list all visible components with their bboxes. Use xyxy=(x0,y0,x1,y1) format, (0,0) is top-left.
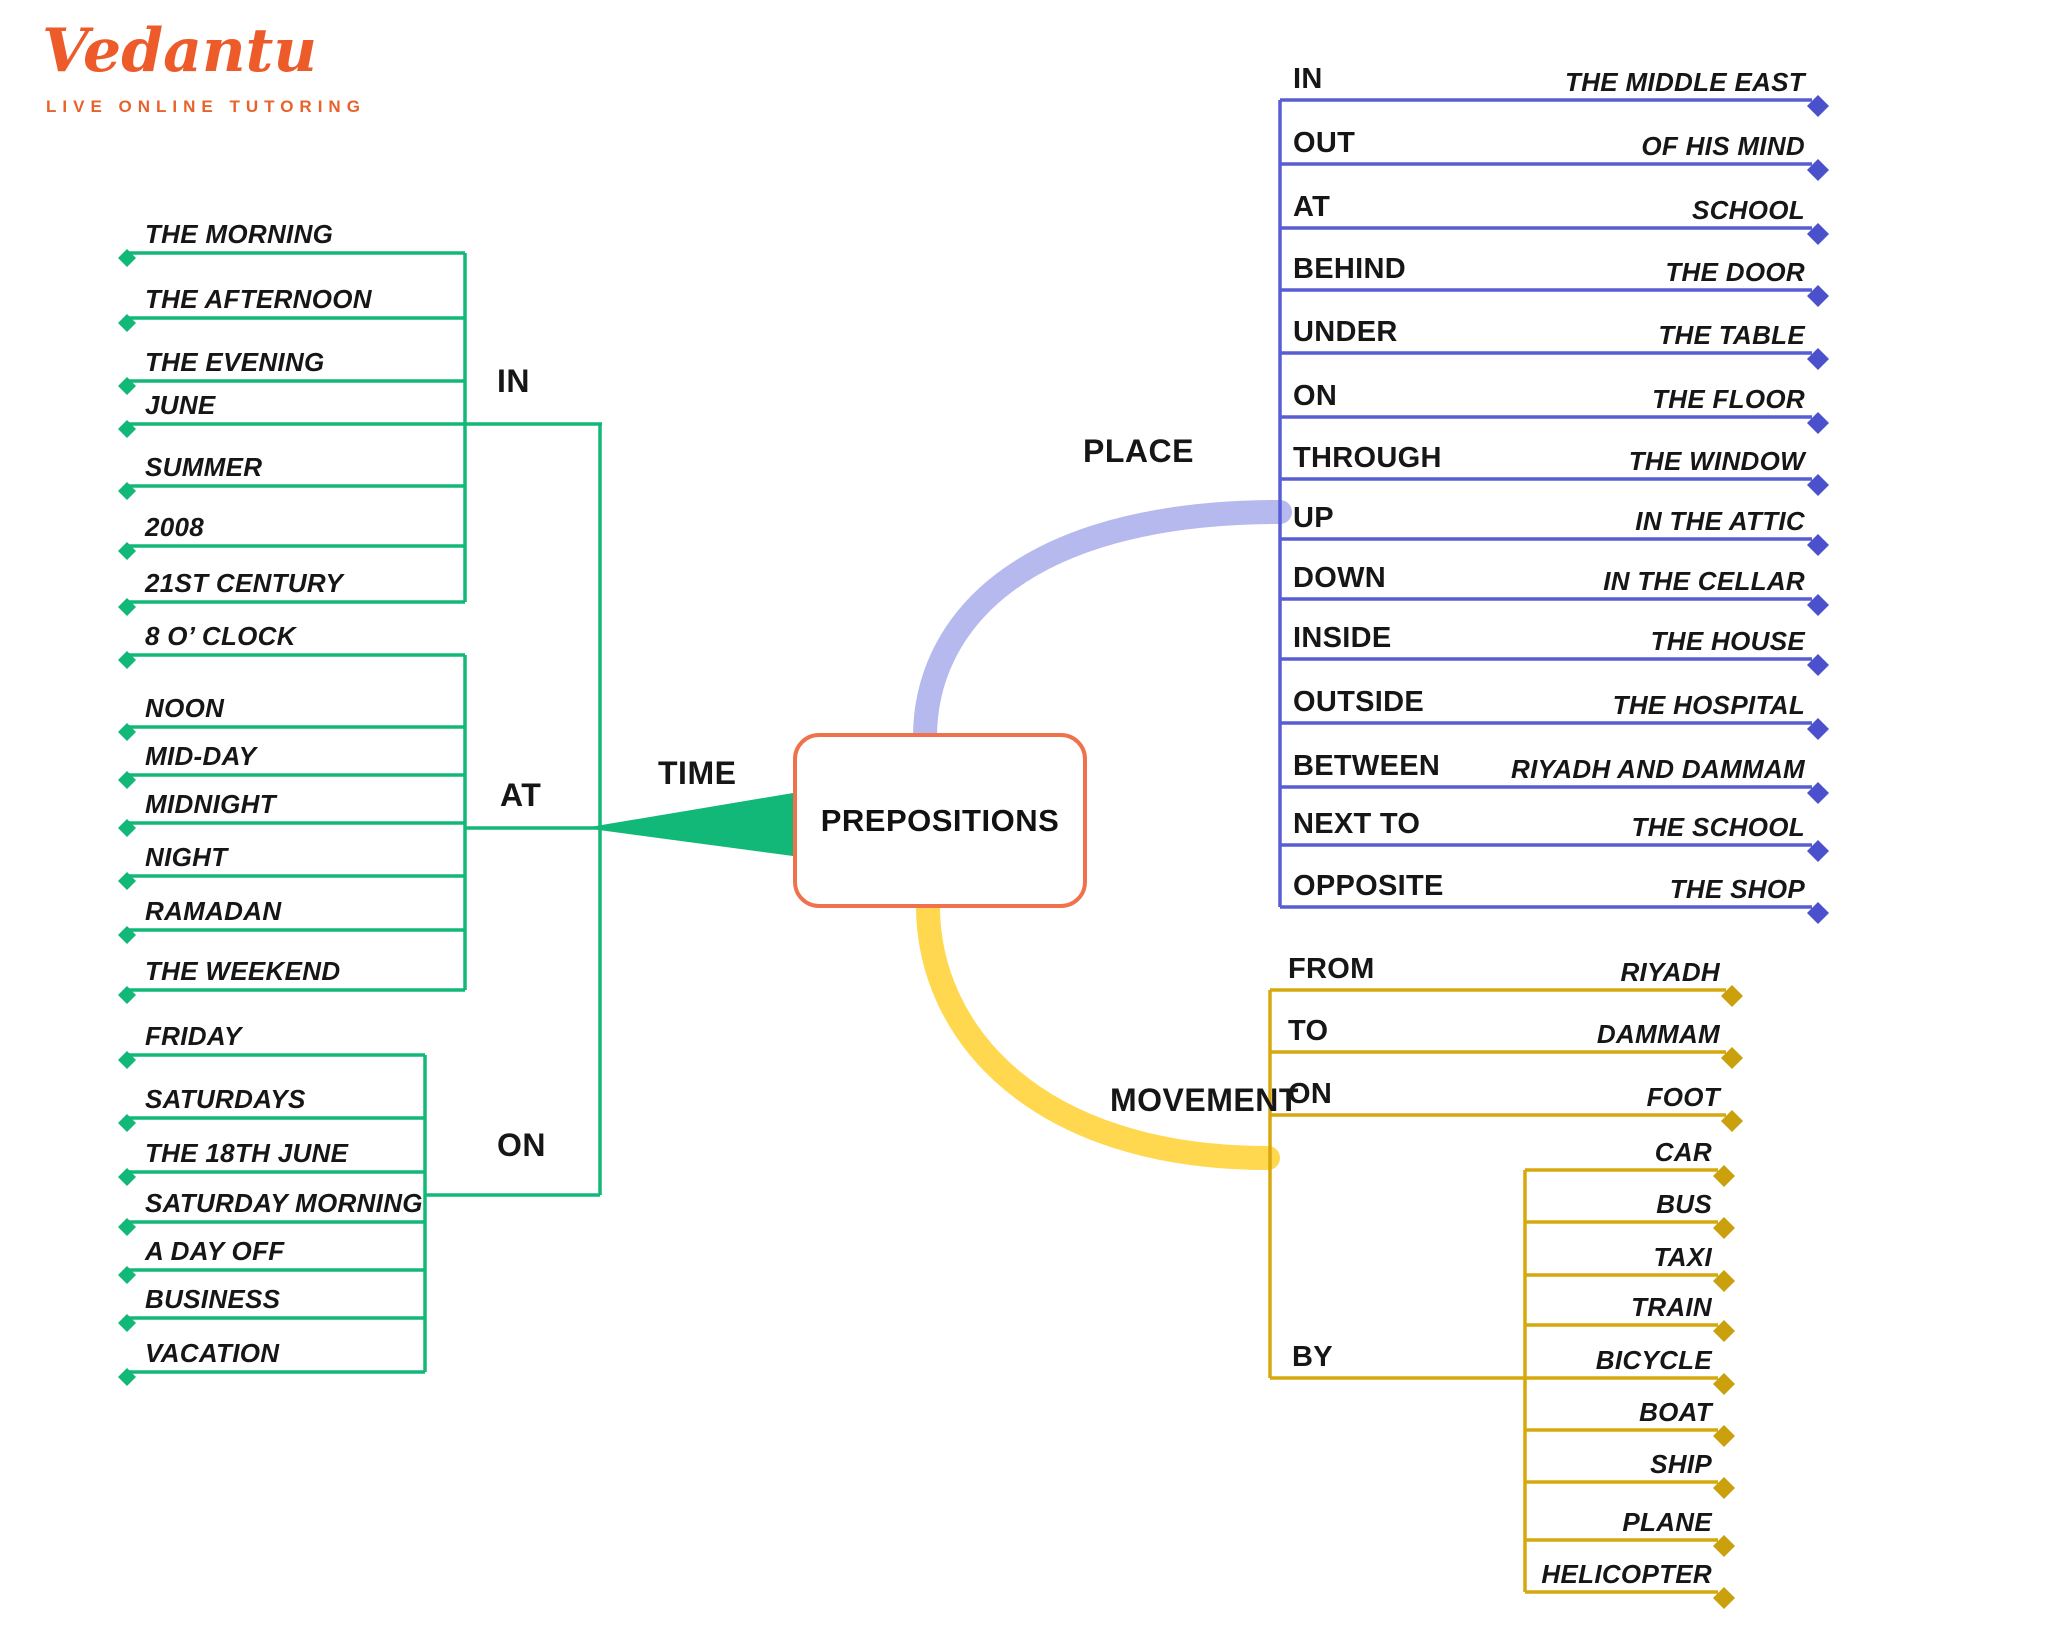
movement-by-item: TAXI xyxy=(1653,1242,1712,1272)
movement-by-item: PLANE xyxy=(1622,1507,1712,1537)
time-group-label-in: IN xyxy=(497,363,530,399)
place-object: RIYADH AND DAMMAM xyxy=(1511,754,1805,784)
place-object: THE HOUSE xyxy=(1650,626,1805,656)
place-object: THE MIDDLE EAST xyxy=(1565,67,1805,97)
place-branch-curve xyxy=(913,500,1292,749)
movement-connectors xyxy=(1268,988,1726,1594)
time-item: THE 18TH JUNE xyxy=(145,1138,349,1168)
place-object: IN THE ATTIC xyxy=(1635,506,1805,536)
movement-by-item: BOAT xyxy=(1639,1397,1712,1427)
time-item: SATURDAYS xyxy=(145,1084,306,1114)
place-object: THE TABLE xyxy=(1658,320,1805,350)
time-item: FRIDAY xyxy=(145,1021,242,1051)
place-prep: BETWEEN xyxy=(1293,750,1441,782)
time-diamond-markers xyxy=(118,249,136,1386)
place-object: IN THE CELLAR xyxy=(1603,566,1805,596)
place-prep: AT xyxy=(1293,191,1331,223)
movement-object: DAMMAM xyxy=(1596,1019,1720,1049)
place-prep: THROUGH xyxy=(1293,442,1442,474)
movement-object: RIYADH xyxy=(1620,957,1720,987)
time-item: 21ST CENTURY xyxy=(145,568,344,598)
place-prep: OPPOSITE xyxy=(1293,870,1444,902)
time-group-label-on: ON xyxy=(497,1127,546,1163)
branch-label-time: TIME xyxy=(658,755,737,791)
movement-branch-curve xyxy=(916,894,1280,1170)
time-item: VACATION xyxy=(145,1338,280,1368)
movement-by-item: BICYCLE xyxy=(1595,1345,1712,1375)
time-item: THE EVENING xyxy=(145,347,325,377)
time-item: NOON xyxy=(145,693,225,723)
movement-prep: FROM xyxy=(1288,953,1375,985)
place-prep: OUT xyxy=(1293,127,1356,159)
movement-by-item: TRAIN xyxy=(1631,1292,1712,1322)
central-node-title: PREPOSITIONS xyxy=(820,802,1060,838)
time-connectors xyxy=(128,251,793,1374)
movement-by-label: BY xyxy=(1292,1341,1333,1373)
time-group-label-at: AT xyxy=(500,777,542,813)
place-object: THE WINDOW xyxy=(1628,446,1805,476)
time-item: THE AFTERNOON xyxy=(145,284,372,314)
place-object: OF HIS MIND xyxy=(1641,131,1805,161)
movement-by-item: HELICOPTER xyxy=(1541,1559,1712,1589)
place-prep: UNDER xyxy=(1293,316,1398,348)
time-item: THE MORNING xyxy=(145,219,334,249)
movement-by-item: SHIP xyxy=(1650,1449,1712,1479)
time-item: BUSINESS xyxy=(145,1284,281,1314)
place-prep: BEHIND xyxy=(1293,253,1406,285)
time-item: THE WEEKEND xyxy=(145,956,341,986)
time-item: A DAY OFF xyxy=(145,1236,285,1266)
place-prep: INSIDE xyxy=(1293,622,1392,654)
time-item: SUMMER xyxy=(145,452,263,482)
movement-prep: TO xyxy=(1288,1015,1329,1047)
movement-object: FOOT xyxy=(1646,1082,1720,1112)
time-item: MID-DAY xyxy=(145,741,257,771)
time-item: SATURDAY MORNING xyxy=(145,1188,423,1218)
time-item: NIGHT xyxy=(145,842,228,872)
place-object: THE FLOOR xyxy=(1652,384,1805,414)
place-prep: DOWN xyxy=(1293,562,1387,594)
place-prep: NEXT TO xyxy=(1293,808,1421,840)
place-prep: OUTSIDE xyxy=(1293,686,1424,718)
movement-by-item: BUS xyxy=(1656,1189,1712,1219)
branch-label-movement: MOVEMENT xyxy=(1110,1082,1299,1118)
time-item: JUNE xyxy=(145,390,216,420)
place-prep: IN xyxy=(1293,63,1323,95)
place-connectors xyxy=(1278,98,1812,909)
movement-prep: ON xyxy=(1288,1078,1333,1110)
place-object: THE HOSPITAL xyxy=(1612,690,1805,720)
place-object: THE SCHOOL xyxy=(1631,812,1805,842)
time-item: 8 O’ CLOCK xyxy=(145,621,296,651)
place-diamond-markers xyxy=(1807,95,1829,924)
time-item: MIDNIGHT xyxy=(145,789,276,819)
movement-diamond-markers xyxy=(1713,985,1743,1609)
place-prep: ON xyxy=(1293,380,1338,412)
time-branch-wedge xyxy=(584,793,793,856)
time-item: RAMADAN xyxy=(145,896,282,926)
place-object: SCHOOL xyxy=(1691,195,1805,225)
place-object: THE SHOP xyxy=(1669,874,1805,904)
time-item: 2008 xyxy=(145,512,205,542)
movement-by-item: CAR xyxy=(1654,1137,1712,1167)
place-object: THE DOOR xyxy=(1665,257,1805,287)
vedantu-tagline: LIVE ONLINE TUTORING xyxy=(46,97,366,116)
central-node: PREPOSITIONS xyxy=(793,733,1087,908)
place-prep: UP xyxy=(1293,502,1334,534)
vedantu-logo: Vedantu xyxy=(42,16,318,86)
branch-label-place: PLACE xyxy=(1083,433,1194,469)
